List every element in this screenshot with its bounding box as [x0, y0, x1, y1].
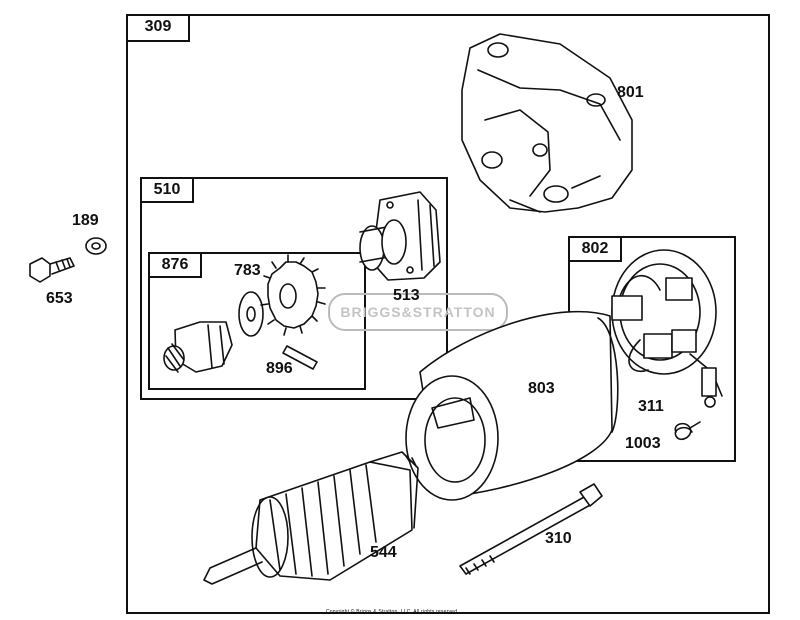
lock-washer-189 — [85, 237, 107, 255]
gear-783 — [260, 254, 326, 336]
brand-watermark: BRIGGS&STRATTON — [328, 293, 508, 331]
drive-end-housing-801 — [461, 33, 633, 213]
part-label-311: 311 — [638, 398, 664, 415]
part-label-189: 189 — [72, 212, 99, 229]
part-label-896: 896 — [266, 360, 293, 377]
field-frame-803 — [405, 310, 619, 501]
part-label-544: 544 — [370, 544, 397, 561]
part-label-513: 513 — [393, 287, 420, 304]
drive-assembly-513 — [359, 191, 441, 281]
part-label-801: 801 — [617, 84, 644, 101]
part-label-803: 803 — [528, 380, 555, 397]
assembly-frame-309 — [126, 14, 770, 614]
part-label-310: 310 — [545, 530, 572, 547]
kit-frame-510 — [140, 177, 448, 400]
spring-1003 — [674, 421, 701, 441]
kit-frame-876 — [148, 252, 366, 390]
part-label-653: 653 — [46, 290, 73, 307]
kit-tag-802: 802 — [568, 236, 622, 262]
armature-544 — [203, 451, 419, 585]
pin-896 — [282, 345, 318, 370]
part-label-1003: 1003 — [625, 435, 661, 452]
washer-pinion-kit — [238, 291, 264, 337]
kit-tag-510: 510 — [140, 177, 194, 203]
assembly-tag-309: 309 — [126, 14, 190, 42]
kit-tag-876: 876 — [148, 252, 202, 278]
bolt-653 — [29, 257, 75, 283]
part-label-783: 783 — [234, 262, 261, 279]
copyright-notice: Copyright © Briggs & Stratton, LLC. All … — [326, 609, 459, 615]
pinion-spring-876 — [163, 321, 233, 373]
end-cap-assembly-802 — [611, 249, 723, 408]
through-bolt-310 — [459, 483, 603, 575]
